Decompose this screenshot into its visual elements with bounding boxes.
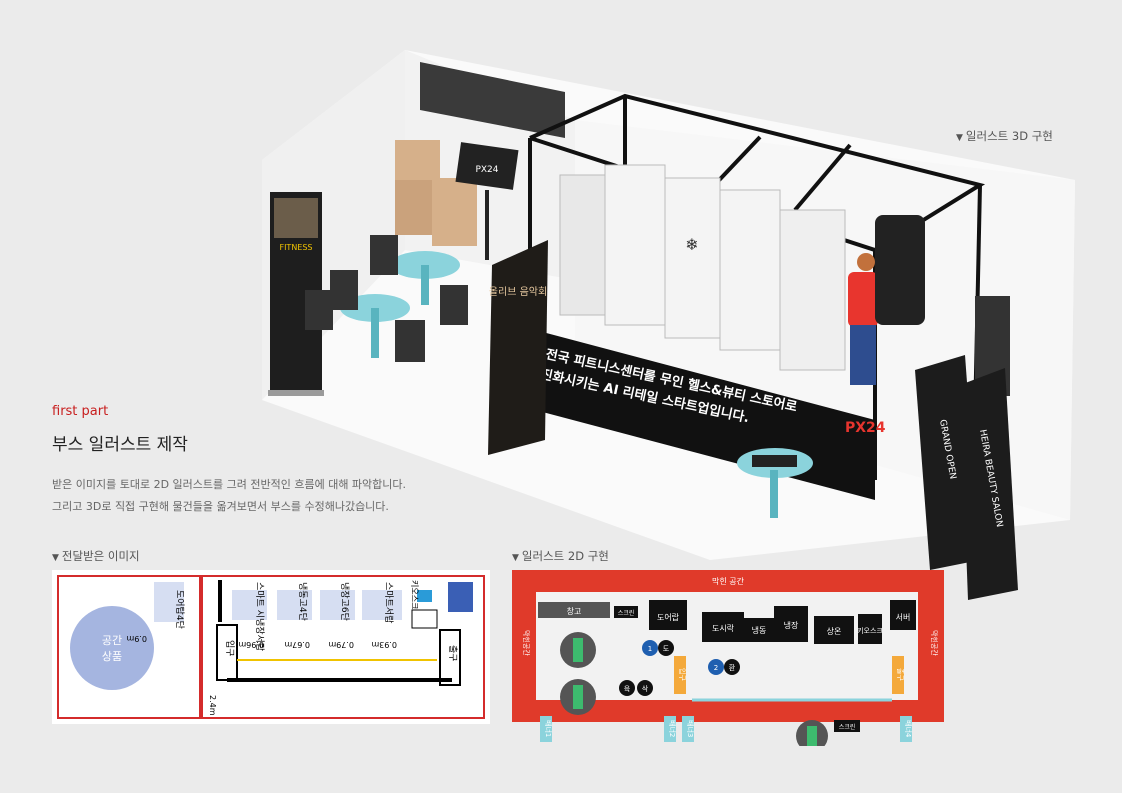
area-label: 공간: [102, 634, 122, 647]
svg-text:출구: 출구: [447, 645, 458, 662]
svg-text:배너3: 배너3: [686, 720, 695, 737]
kiosk: [875, 215, 925, 325]
svg-text:도시락: 도시락: [712, 623, 735, 633]
person-figure: [848, 253, 878, 385]
wall-panel: [420, 62, 565, 138]
svg-text:입구: 입구: [224, 640, 236, 657]
snowflake-icon: ❄: [685, 235, 698, 254]
svg-text:키오스크: 키오스크: [857, 626, 883, 635]
svg-text:도: 도: [663, 645, 670, 653]
svg-text:창고: 창고: [567, 607, 582, 616]
fridges: ❄: [559, 164, 846, 371]
svg-text:상온: 상온: [827, 626, 842, 636]
cafe-area: [305, 235, 468, 362]
section-description: 받은 이미지를 토대로 2D 일러스트를 그려 전반적인 흐름에 대해 파악합니…: [52, 474, 406, 518]
svg-text:환: 환: [729, 663, 736, 672]
product-area-circle: [70, 606, 154, 690]
rollup-banners-right: GRAND OPEN HEIRA BEAUTY SALON: [915, 355, 1018, 600]
svg-text:1: 1: [648, 645, 652, 653]
svg-text:서버: 서버: [896, 612, 911, 622]
small-table: [737, 448, 813, 518]
svg-text:PX24: PX24: [475, 165, 498, 175]
svg-text:FITNESS: FITNESS: [279, 243, 312, 252]
svg-text:냉동: 냉동: [752, 625, 767, 635]
svg-text:스마트서랍: 스마트서랍: [383, 582, 394, 623]
boxes: [395, 140, 477, 246]
svg-text:입구: 입구: [678, 668, 686, 681]
svg-text:배너1: 배너1: [544, 720, 553, 737]
svg-text:스크린: 스크린: [839, 724, 856, 731]
svg-text:스크린: 스크린: [618, 610, 635, 617]
svg-text:냉장고6단: 냉장고6단: [339, 582, 350, 621]
svg-text:2.4m: 2.4m: [208, 695, 217, 716]
svg-text:도어탑4단: 도어탑4단: [174, 590, 186, 629]
desc-line-2: 그리고 3D로 직접 구현해 물건들을 옮겨보면서 부스를 수정해나갔습니다.: [52, 500, 389, 513]
svg-text:배너4: 배너4: [904, 720, 913, 738]
section-title: 부스 일러스트 제작: [52, 435, 188, 455]
svg-text:막힌공간: 막힌공간: [522, 630, 531, 656]
svg-text:막힌공간: 막힌공간: [930, 630, 939, 656]
svg-text:도어랍: 도어랍: [657, 612, 680, 622]
svg-text:육: 육: [624, 685, 631, 693]
label-2d: ▼일러스트 2D 구현: [512, 549, 609, 563]
triangle-icon: ▼: [52, 553, 59, 563]
svg-text:스마트 시냉장서랍: 스마트 시냉장서랍: [254, 582, 265, 651]
section-part-label: first part: [52, 404, 109, 419]
concert-poster: 올리브 음악회: [488, 240, 548, 455]
svg-text:막힌 공간: 막힌 공간: [712, 576, 745, 586]
svg-text:0.79m: 0.79m: [328, 640, 354, 649]
triangle-icon: ▼: [956, 133, 963, 143]
label-3d: ▼일러스트 3D 구현: [956, 129, 1053, 143]
monitor-stand: PX24: [455, 142, 519, 260]
svg-text:0.9m: 0.9m: [126, 634, 147, 643]
svg-text:냉동고4단: 냉동고4단: [297, 582, 308, 621]
svg-text:0.96m: 0.96m: [238, 640, 264, 649]
triangle-icon: ▼: [512, 553, 519, 563]
svg-text:PX24: PX24: [845, 420, 886, 436]
svg-text:상품: 상품: [102, 650, 122, 663]
svg-text:2: 2: [714, 664, 718, 672]
svg-text:올리브 음악회: 올리브 음악회: [489, 286, 547, 298]
received-plan: 공간 상품 도어탑4단 스마트 시냉장서랍 냉동고4단 냉장고6단 스마트서랍 …: [52, 570, 490, 724]
svg-text:키오스크: 키오스크: [410, 580, 419, 609]
svg-text:0.67m: 0.67m: [284, 640, 310, 649]
svg-text:냉장: 냉장: [784, 620, 799, 630]
desc-line-1: 받은 이미지를 토대로 2D 일러스트를 그려 전반적인 흐름에 대해 파악합니…: [52, 478, 407, 491]
label-received: ▼전달받은 이미지: [52, 549, 140, 563]
svg-text:0.93m: 0.93m: [371, 640, 397, 649]
svg-text:출구: 출구: [896, 668, 905, 681]
svg-text:삭: 삭: [642, 684, 649, 693]
plan-2d: 막힌 공간 막힌공간 막힌공간 창고 스크린 도어랍 도시락 냉동 냉장 상온 …: [512, 570, 944, 746]
svg-text:배너2: 배너2: [668, 720, 677, 737]
